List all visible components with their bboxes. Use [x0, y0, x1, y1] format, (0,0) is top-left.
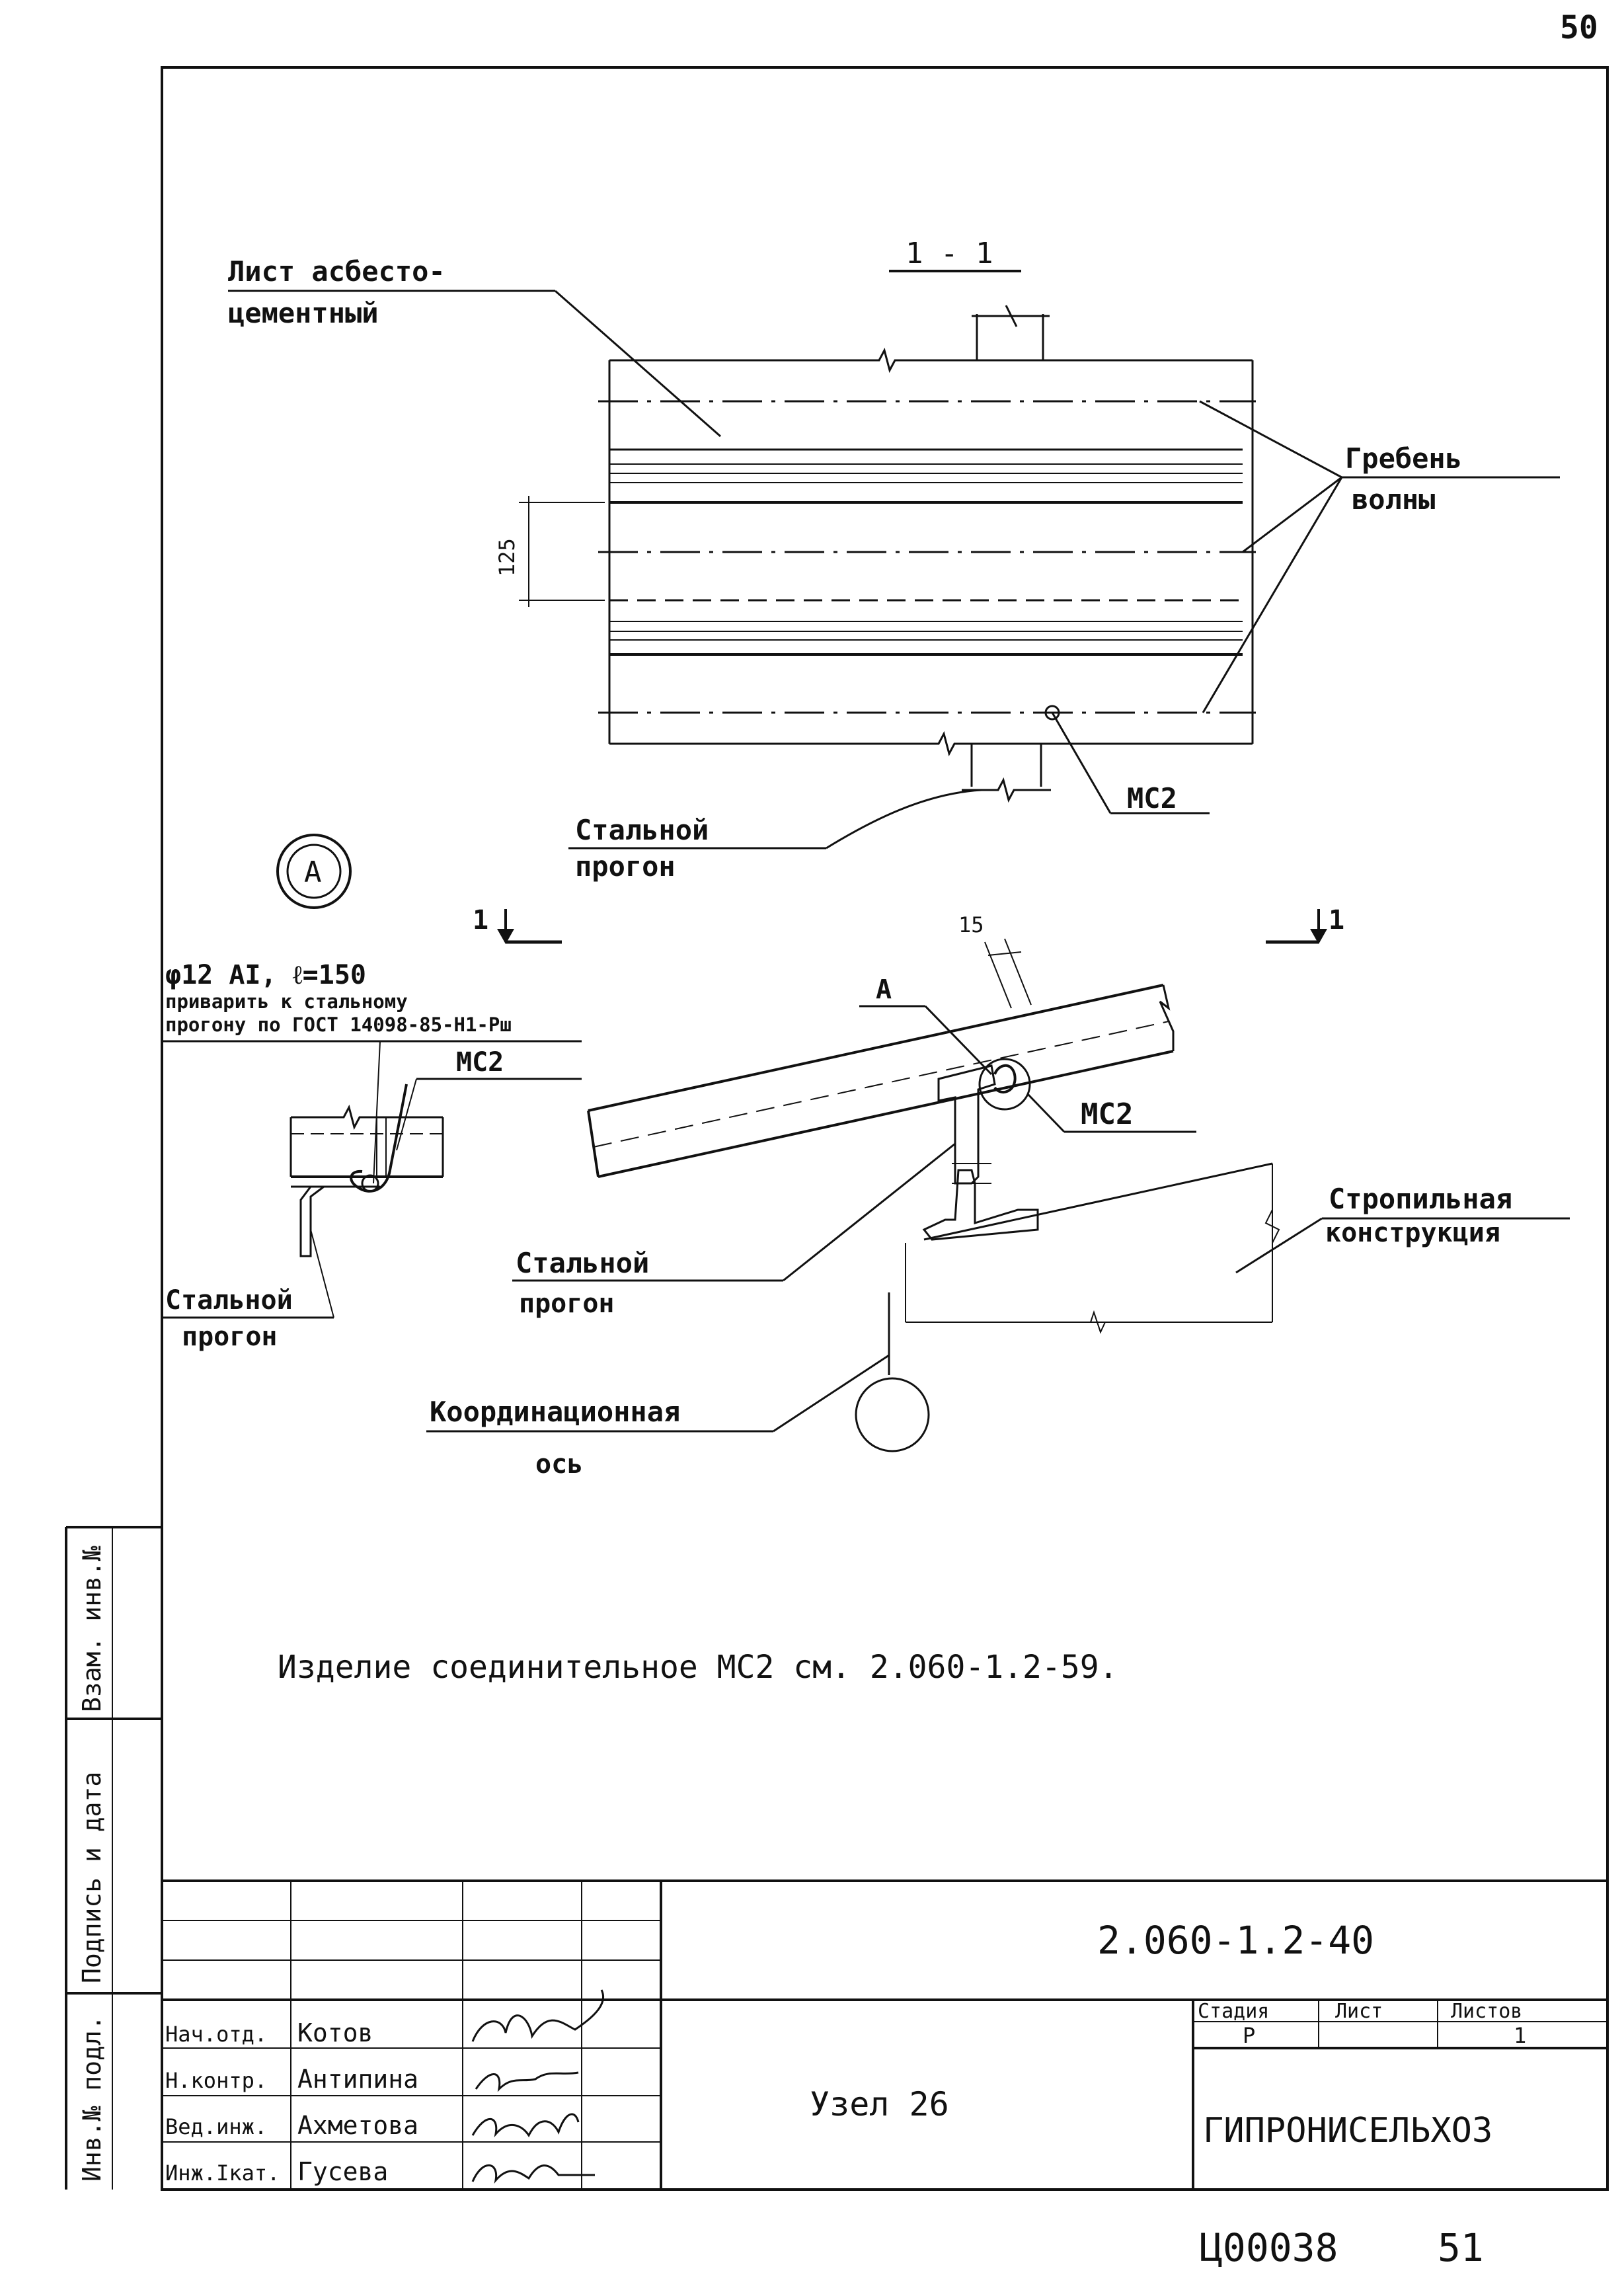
signature-2: [475, 2071, 579, 2092]
weld-note-2: прогону по ГОСТ 14098-85-Н1-Рш: [165, 1013, 512, 1036]
archive-code: Ц00038: [1200, 2225, 1338, 2270]
sheets-value: 1: [1514, 2023, 1526, 2048]
mc2-node-circle: [978, 1058, 1031, 1111]
label-wave-crest-1: Гребень: [1345, 442, 1462, 475]
mc2-marker-top: [1044, 705, 1060, 721]
label-asbestos-2: цементный: [228, 297, 379, 329]
signature-4: [471, 2164, 595, 2184]
stamp-replaced-inv: Взам. инв.№: [77, 1546, 106, 1712]
staff-role-3: Вед.инж.: [165, 2114, 267, 2139]
doc-code: 2.060-1.2-40: [1097, 1918, 1374, 1963]
drawing-frame: [161, 66, 1609, 2191]
node-a-label: А: [304, 855, 322, 889]
stamp-signature-date: Подпись и дата: [77, 1772, 106, 1983]
label-wave-crest-2: волны: [1352, 483, 1435, 516]
label-rafter-1: Стропильная: [1329, 1183, 1512, 1215]
label-steel-purlin-detail-2: прогон: [182, 1322, 278, 1352]
staff-name-1: Котов: [297, 2018, 373, 2047]
coord-axis-circle: [855, 1377, 930, 1452]
rod-spec: φ12 АI, ℓ=150: [165, 960, 366, 990]
staff-name-2: Антипина: [297, 2065, 418, 2094]
signature-1: [471, 1989, 605, 2042]
side-stamp: Взам. инв.№ Подпись и дата Инв.№ подл.: [65, 1526, 162, 2190]
label-mc2-main: МС2: [1081, 1097, 1133, 1131]
label-steel-purlin-detail-1: Стальной: [165, 1285, 293, 1316]
weld-note-1: приварить к стальному: [165, 990, 408, 1013]
cut-mark-left-label: 1: [473, 905, 488, 935]
sheet-header: Лист: [1335, 2000, 1383, 2023]
label-steel-purlin-top-1: Стальной: [575, 814, 709, 846]
stage-value: Р: [1243, 2023, 1255, 2048]
page-number-bottom: 51: [1438, 2225, 1484, 2270]
cut-mark-right-label: 1: [1329, 905, 1344, 935]
label-steel-purlin-main-2: прогон: [519, 1288, 615, 1319]
detail-a: φ12 АI, ℓ=150 приварить к стальному прог…: [162, 960, 582, 1352]
label-steel-purlin-main-1: Стальной: [516, 1247, 649, 1279]
staff-role-1: Нач.отд.: [165, 2022, 267, 2047]
stage-header: Стадия: [1198, 2000, 1269, 2023]
label-coord-axis-2: ось: [535, 1449, 583, 1480]
stamp-inv-original: Инв.№ подл.: [77, 2015, 106, 2182]
staff-role-2: Н.контр.: [165, 2068, 267, 2093]
staff-role-4: Инж.Iкат.: [165, 2160, 280, 2186]
dim-125: 125: [494, 538, 520, 576]
label-a-pointer: А: [876, 974, 892, 1005]
organization: ГИПРОНИСЕЛЬХОЗ: [1203, 2111, 1492, 2151]
staff-name-3: Ахметова: [297, 2111, 418, 2140]
node-a-marker: А: [276, 834, 352, 909]
label-asbestos-1: Лист асбесто-: [228, 255, 445, 288]
section-1-1: 1 - 1 125 Лист асбест: [228, 237, 1560, 883]
signature-3: [471, 2113, 580, 2138]
sheets-header: Листов: [1451, 2000, 1522, 2023]
section-title: 1 - 1: [906, 237, 993, 270]
label-mc2-top: МС2: [1127, 782, 1177, 814]
label-rafter-2: конструкция: [1325, 1218, 1500, 1248]
label-coord-axis-1: Координационная: [430, 1396, 680, 1428]
staff-name-4: Гусева: [297, 2157, 388, 2186]
general-note: Изделие соединительное МС2 см. 2.060-1.2…: [278, 1649, 1118, 1686]
sheet-number-top: 50: [1560, 9, 1598, 46]
title-block: 2.060-1.2-40 Узел 26 Стадия Лист Листов …: [162, 1879, 1607, 2190]
label-mc2-detail: МС2: [456, 1047, 504, 1078]
cut-marks: 1 1: [473, 905, 1344, 944]
dim-15: 15: [958, 912, 984, 937]
drawing-title: Узел 26: [810, 2085, 949, 2123]
main-assembly: МС2 15 А Стропильная конструкция Стально…: [426, 912, 1570, 1480]
label-steel-purlin-top-2: прогон: [575, 850, 676, 883]
